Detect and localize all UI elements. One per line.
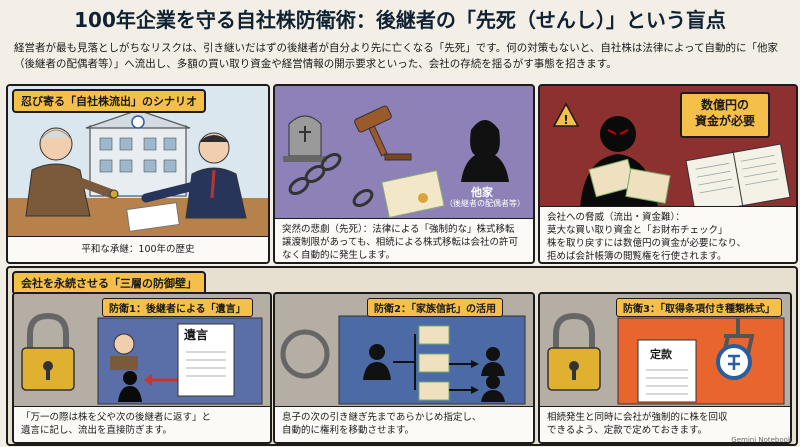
money-badge: 数億円の 資金が必要 (680, 92, 770, 138)
defense2-caption: 息子の次の引き継ぎ先まであらかじめ指定し、 自動的に権利を移動させます。 (275, 406, 533, 442)
threat-illustration: ! (540, 86, 796, 208)
svg-text:!: ! (563, 113, 568, 127)
defense1-tag: 防衛1：後継者による「遺言」 (102, 298, 253, 317)
defense3-caption: 相続発生と同時に会社が強制的に株を回収 できるよう、定款で定めておきます。 (540, 406, 790, 442)
will-doc-label: 遺言 (184, 328, 209, 342)
defense2-panel: 防衛2：「家族信託」の活用 息子の次の引き継ぎ先まであらかじめ指定し、 自動的に… (273, 292, 535, 444)
scenario-panel-threat: ! 数億円の 資金が必要 会社への脅威（流出・資金難）： 莫大な買い取り資金と「… (538, 84, 798, 264)
defense1-caption: 「万一の際は株を父や次の後継者に返す」と 遺言に記し、流出を直接防ぎます。 (14, 406, 270, 442)
defense2-tag: 防衛2：「家族信託」の活用 (367, 298, 503, 317)
intro-text: 経営者が最も見落としがちなリスクは、引き継いだはずの後継者が自分より先に亡くなる… (14, 42, 778, 70)
page-title: 100年企業を守る自社株防衛術：後継者の「先死（せんし）」という盲点 (74, 8, 726, 32)
panel3-caption: 会社への脅威（流出・資金難）： 莫大な買い取り資金と「お財布チェック」 株を取り… (540, 206, 796, 262)
panel2-person-label: 他家 (471, 186, 493, 199)
footer-credit: Gemini Notebook (731, 436, 792, 444)
scenario-panel-tragedy: 他家 （後継者の配偶者等） 突然の悲劇（先死）：法律による「強制的な」株式移転 … (273, 84, 535, 264)
padlock-icon-2 (547, 312, 601, 391)
scenario-panel-peaceful: 忍び寄る「自社株流出」のシナリオ 平和な承継：100年の歴史 (6, 84, 270, 264)
defense3-tag: 防衛3：「取得条項付き種類株式」 (616, 298, 782, 317)
panel1-caption: 平和な承継：100年の歴史 (8, 236, 268, 262)
defense1-panel: 遺言 防衛1：後継者による「遺言」 「万一の際は株を父や次の後継者に返す」と 遺… (12, 292, 272, 444)
charter-doc-label: 定款 (650, 348, 672, 361)
defense3-panel: 定款 防衛3：「取得条項付き種類株式」 相続発生と同時に会社が強制的に株を回収 … (538, 292, 792, 444)
panel2-person-sub: （後継者の配偶者等） (445, 199, 525, 208)
transfer-illustration (275, 86, 533, 220)
scenario-tag: 忍び寄る「自社株流出」のシナリオ (12, 89, 206, 113)
panel2-caption: 突然の悲劇（先死）：法律による「強制的な」株式移転 譲渡制限があっても、相続によ… (275, 218, 533, 262)
gavel-icon (354, 105, 412, 161)
money-badge-text: 数億円の 資金が必要 (694, 98, 755, 128)
padlock-icon (21, 312, 75, 391)
defense1-illustration (14, 294, 270, 406)
warning-icon: ! (552, 102, 580, 127)
